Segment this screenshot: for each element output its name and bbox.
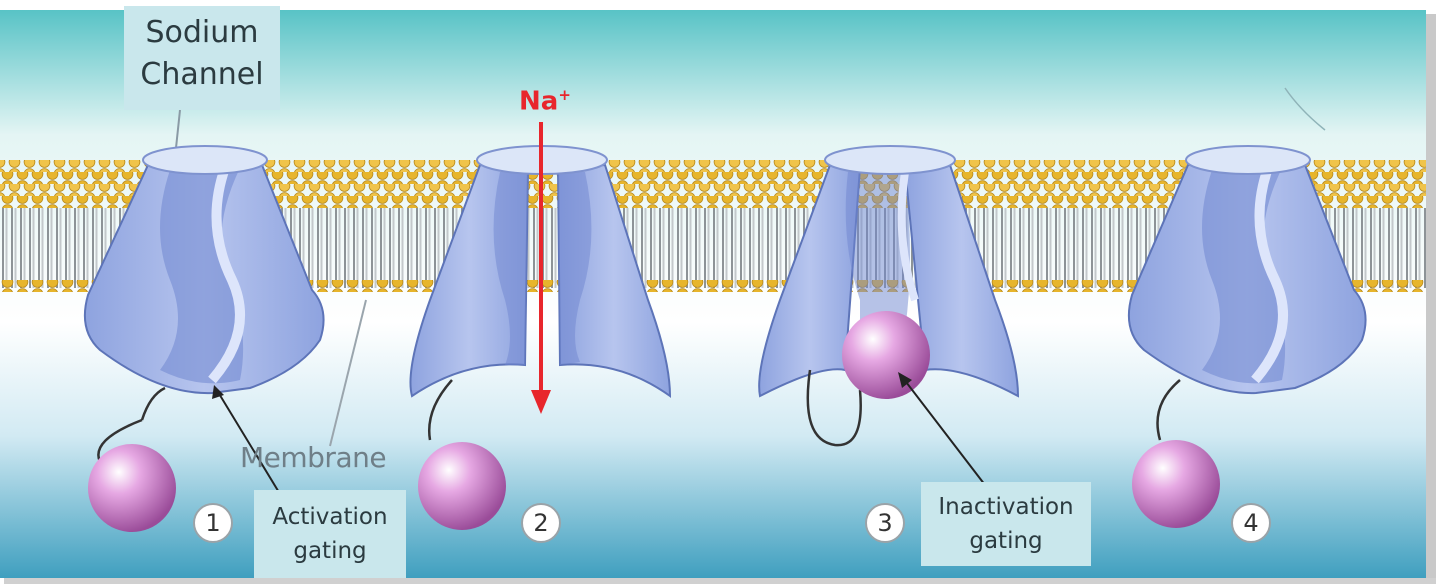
step-number-1: 1 — [193, 503, 233, 543]
sodium-ion-label: Na+ — [519, 86, 571, 117]
inactivation-gating-label: Inactivation gating — [921, 482, 1091, 566]
gate-ball-4 — [1132, 440, 1220, 528]
activation-gating-label: Activation gating — [254, 490, 406, 578]
activation-pointer — [217, 391, 281, 495]
sodium-channel-4 — [1128, 145, 1367, 528]
activation-label-line1: Activation — [272, 504, 388, 530]
ion-charge: + — [558, 86, 571, 104]
frame-shadow — [1426, 14, 1436, 582]
sodium-channel-1 — [84, 145, 325, 532]
ion-symbol: Na — [519, 86, 559, 117]
membrane-leader — [329, 299, 367, 447]
inactivation-pointer — [902, 377, 986, 486]
gate-ball-1 — [88, 444, 176, 532]
step-number-2: 2 — [521, 503, 561, 543]
step-number-3: 3 — [865, 503, 905, 543]
sodium-channel-label-line1: Sodium — [145, 15, 259, 50]
sodium-channel-2 — [409, 122, 672, 530]
activation-label-line2: gating — [293, 538, 367, 564]
sodium-channel-label: Sodium Channel — [124, 6, 280, 110]
sodium-channel-3 — [758, 145, 1020, 486]
inactivation-label-line2: gating — [969, 528, 1043, 554]
membrane-label: Membrane — [240, 441, 387, 474]
step-number-4: 4 — [1231, 503, 1271, 543]
sodium-channel-label-line2: Channel — [140, 57, 264, 92]
gate-ball-2 — [418, 442, 506, 530]
gate-ball-3 — [842, 311, 930, 399]
inactivation-label-line1: Inactivation — [938, 494, 1074, 520]
sodium-channel-leader — [175, 109, 181, 149]
